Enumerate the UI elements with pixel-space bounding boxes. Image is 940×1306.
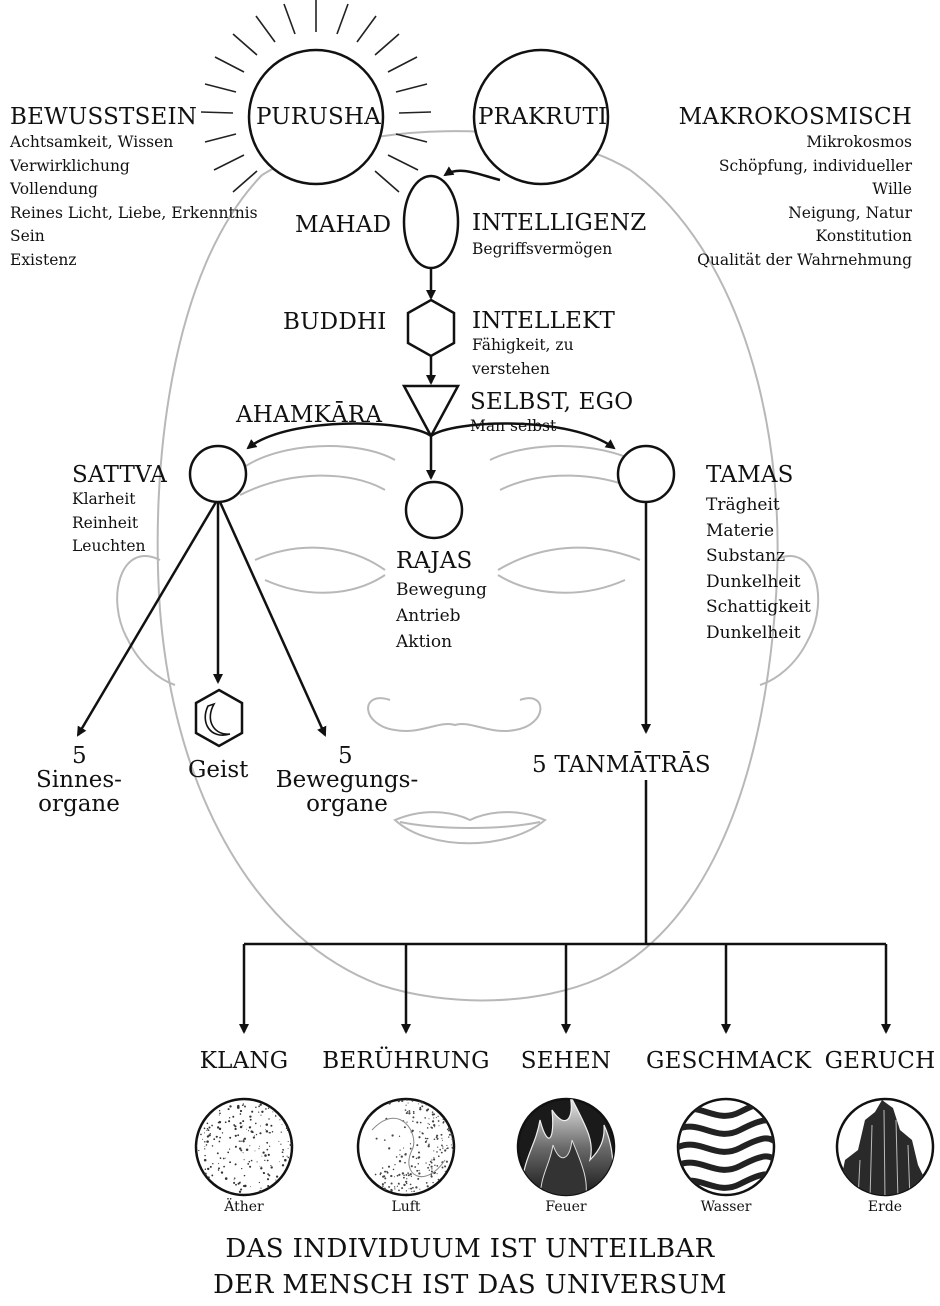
ether-icon [194,1097,294,1197]
consciousness-line: Achtsamkeit, Wissen [10,133,174,151]
mahad-label: MAHAD [295,212,392,238]
sattva-lines: Klarheit Reinheit Leuchten [72,488,146,559]
motor-organs-count: 5 [338,743,353,769]
sattva-line: Reinheit [72,513,139,532]
to-tamas-arrow [430,422,616,450]
footer-line-1: DAS INDIVIDUUM IST UNTEILBAR [225,1234,715,1264]
consciousness-title: BEWUSSTSEIN [10,104,198,130]
rajas-line: Aktion [396,632,453,652]
rajas-circle [404,480,464,540]
tamas-lines: Trägheit Materie Substanz Dunkelheit Sch… [706,493,811,646]
to-senses-arrow [76,501,218,737]
motor-organs-line: Bewegungs- [275,767,419,793]
macrocosm-title: MAKROKOSMISCH [678,104,912,130]
tanmatras-label: 5 TANMĀTRĀS [532,752,711,778]
prakruti-label: PRAKRUTI [478,104,608,130]
fire-icon [516,1097,616,1197]
sense-organs-line: organe [38,791,120,817]
tamas-line: Trägheit [706,495,780,515]
self-ego-sub: Man selbst [470,417,557,435]
tamas-line: Substanz [706,546,786,566]
sense-organs-count: 5 [72,743,87,769]
mind-label: Geist [188,757,249,783]
prakruti-circle [472,48,610,186]
intellect-label: INTELLEKT [472,308,616,334]
tamas-line: Schattigkeit [706,597,811,617]
consciousness-line: Sein [10,227,45,245]
footer-line-2: DER MENSCH IST DAS UNIVERSUM [213,1270,727,1300]
intellect-sub-line: verstehen [472,359,550,378]
sattva-label: SATTVA [72,462,168,488]
tamas-circle [616,444,676,504]
self-ego-label: SELBST, EGO [470,389,634,415]
macrocosm-line: Neigung, Natur [788,203,912,222]
rajas-line: Antrieb [396,606,461,626]
intellect-sub-line: Fähigkeit, zu [472,336,574,354]
intelligence-sub: Begriffsvermögen [472,240,613,258]
purusha-circle [247,48,385,186]
sense-label-geruch: GERUCH [824,1048,936,1074]
intelligence-label: INTELLIGENZ [472,210,647,236]
intellect-sub: Fähigkeit, zu verstehen [472,334,574,381]
tanmatras-tree [239,780,891,1034]
to-sattva-arrow [246,422,432,450]
consciousness-lines: Achtsamkeit, Wissen Verwirklichung Volle… [10,131,258,272]
element-label-aether: Äther [224,1199,264,1215]
sense-organs-line: Sinnes- [36,767,122,793]
tamas-line: Dunkelheit [706,622,801,643]
ahamkara-triangle [401,384,461,439]
to-motor-arrow [218,501,327,737]
motor-organs-label: 5 Bewegungs- organe [272,744,422,816]
sattva-line: Leuchten [72,537,146,555]
macrocosm-line: Wille [872,180,912,198]
element-label-erde: Erde [867,1199,903,1215]
macrocosm-lines: Mikrokosmos Schöpfung, individueller Wil… [697,131,912,272]
air-icon [356,1097,456,1197]
sattva-circle [188,444,248,504]
motor-organs-line: organe [306,791,388,817]
purusha-label: PURUSHA [256,104,381,130]
water-icon [676,1097,776,1197]
consciousness-line: Vollendung [10,180,98,198]
mind-hexagon [194,688,244,748]
earth-icon [835,1097,935,1197]
rajas-line: Bewegung [396,580,487,600]
rajas-label: RAJAS [396,548,473,574]
sun-rays [200,0,432,193]
prakruti-to-mahad-arrow [443,166,501,182]
sense-label-klang: KLANG [199,1048,289,1074]
sense-organs-label: 5 Sinnes- organe [14,744,144,816]
moon-icon [204,702,231,736]
sattva-line: Klarheit [72,490,136,508]
macrocosm-line: Konstitution [815,227,912,245]
element-label-luft: Luft [391,1199,421,1215]
consciousness-line: Verwirklichung [10,156,130,175]
mahad-ellipse [402,174,460,270]
element-label-wasser: Wasser [700,1199,752,1215]
buddhi-label: BUDDHI [283,309,387,335]
rajas-lines: Bewegung Antrieb Aktion [396,577,487,655]
tamas-line: Dunkelheit [706,571,801,592]
tamas-label: TAMAS [706,462,794,488]
buddhi-hexagon [406,298,456,358]
sense-label-sehen: SEHEN [520,1048,612,1074]
sense-label-beruehrung: BERÜHRUNG [322,1048,490,1074]
sense-label-geschmack: GESCHMACK [646,1048,812,1074]
macrocosm-line: Schöpfung, individueller [718,156,912,175]
face-outline [116,130,820,1002]
tamas-line: Materie [706,520,775,541]
element-label-feuer: Feuer [545,1199,587,1215]
consciousness-line: Reines Licht, Liebe, Erkenntnis [10,203,258,222]
macrocosm-line: Mikrokosmos [806,133,912,151]
macrocosm-line: Qualität der Wahrnehmung [697,250,912,269]
ahamkara-label: AHAMKĀRA [236,402,383,428]
consciousness-line: Existenz [10,250,77,269]
